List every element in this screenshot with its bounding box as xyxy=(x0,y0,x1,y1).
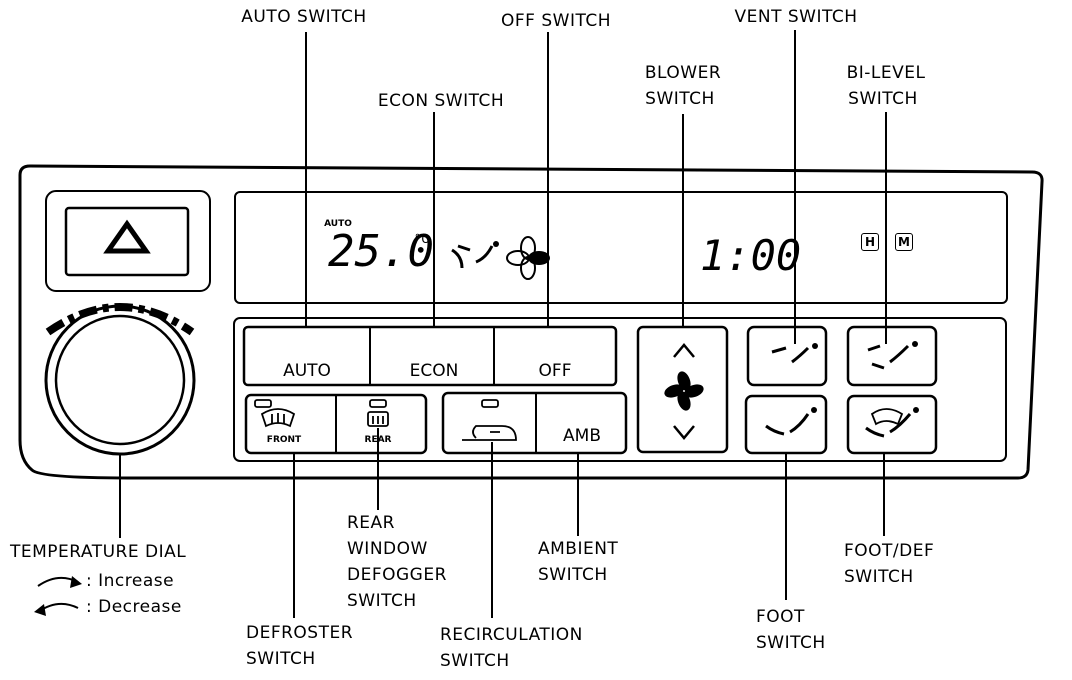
callout-bilevel-line2: SWITCH xyxy=(848,89,918,109)
callout-defroster-line1: DEFROSTER xyxy=(246,623,354,643)
callout-footdef-line1: FOOT/DEF xyxy=(844,541,935,561)
econ-button-label[interactable]: ECON xyxy=(409,361,459,381)
button-bezel xyxy=(233,317,1007,462)
front-button-label[interactable]: FRONT xyxy=(266,435,302,445)
callout-ambient-line2: SWITCH xyxy=(538,565,608,585)
auto-indicator: AUTO xyxy=(324,219,352,229)
blower-down-icon xyxy=(673,425,695,440)
display-mode-icon xyxy=(451,244,494,269)
increase-label: : Increase xyxy=(86,571,175,591)
callout-footdef-line2: SWITCH xyxy=(844,567,914,587)
dial-scale-arc xyxy=(45,303,195,336)
callout-rear-line3: DEFOGGER xyxy=(347,565,447,585)
temperature-unit: °C xyxy=(414,232,429,246)
auto-button-label[interactable]: AUTO xyxy=(283,361,331,381)
minute-button[interactable]: M xyxy=(895,233,913,251)
rear-defrost-icon xyxy=(367,411,389,427)
vent-icon xyxy=(771,346,810,364)
callout-rear-line4: SWITCH xyxy=(347,591,417,611)
hazard-button xyxy=(64,206,190,277)
temperature-readout: 25.0 xyxy=(328,226,434,277)
callout-econ-switch: ECON SWITCH xyxy=(377,91,505,111)
fan-icon xyxy=(664,371,704,411)
front-defrost-icon xyxy=(260,408,296,428)
footdef-icon xyxy=(865,413,912,438)
rear-button-label[interactable]: REAR xyxy=(364,435,392,445)
callout-off-switch: OFF SWITCH xyxy=(501,11,611,31)
auto-econ-off-group xyxy=(242,325,618,387)
off-button-label[interactable]: OFF xyxy=(538,361,572,381)
callout-foot-line2: SWITCH xyxy=(756,633,826,653)
blower-up-icon xyxy=(673,343,695,358)
callout-temperature-dial: TEMPERATURE DIAL xyxy=(10,542,187,562)
panel-outline xyxy=(18,164,1044,480)
vent-button xyxy=(746,325,828,387)
callout-vent-switch: VENT SWITCH xyxy=(734,7,858,27)
recirculation-icon xyxy=(462,425,517,441)
callout-bilevel-line1: BI-LEVEL xyxy=(846,63,926,83)
footdef-button xyxy=(846,394,938,455)
hour-button[interactable]: H xyxy=(861,233,879,251)
temperature-dial xyxy=(44,304,196,456)
clock-readout: 1:00 xyxy=(700,231,802,280)
callout-recirculation-line1: RECIRCULATION xyxy=(440,625,583,645)
decrease-label: : Decrease xyxy=(86,597,182,617)
callout-defroster-line2: SWITCH xyxy=(246,649,316,669)
callout-foot-line1: FOOT xyxy=(756,607,805,627)
foot-icon xyxy=(765,413,810,436)
foot-button xyxy=(744,394,828,455)
hazard-triangle-icon xyxy=(103,219,151,254)
callout-rear-line2: WINDOW xyxy=(347,539,428,559)
callout-recirculation-line2: SWITCH xyxy=(440,651,510,671)
recirc-amb-group xyxy=(441,391,628,455)
bilevel-button xyxy=(846,325,938,387)
callout-auto-switch: AUTO SWITCH xyxy=(241,7,367,27)
lcd-display xyxy=(234,191,1008,304)
windshield-icon xyxy=(870,408,904,426)
bilevel-icon xyxy=(867,344,910,370)
amb-button-label[interactable]: AMB xyxy=(563,426,601,446)
hazard-housing xyxy=(45,190,211,292)
callout-blower-line1: BLOWER xyxy=(644,63,722,83)
callout-blower-line2: SWITCH xyxy=(645,89,715,109)
callout-ambient-line1: AMBIENT xyxy=(538,539,619,559)
callout-rear-line1: REAR xyxy=(347,513,395,533)
